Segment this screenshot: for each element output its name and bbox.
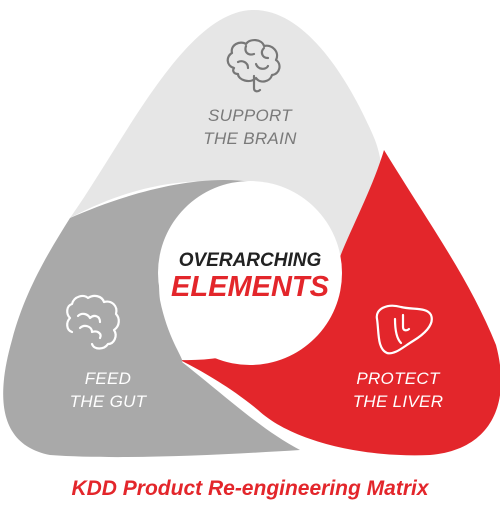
liver-icon: [375, 304, 433, 355]
label-the-gut: THE GUT: [70, 392, 148, 411]
center-label-overarching: OVERARCHING: [179, 250, 322, 271]
diagram-title: KDD Product Re-engineering Matrix: [71, 477, 429, 500]
label-support: SUPPORT: [208, 106, 293, 125]
segment-feed-gut: [3, 180, 301, 458]
matrix-diagram: SUPPORT THE BRAIN PROTECT THE LIVER FEED…: [3, 9, 500, 458]
label-protect: PROTECT: [356, 369, 441, 388]
segment-protect-liver: [180, 150, 500, 456]
label-the-brain: THE BRAIN: [203, 129, 297, 148]
brain-icon: [226, 39, 281, 93]
center-circle: [158, 181, 342, 365]
label-the-liver: THE LIVER: [353, 392, 444, 411]
intestine-icon: [66, 294, 120, 350]
label-feed: FEED: [85, 369, 132, 388]
center-label-elements: ELEMENTS: [171, 271, 330, 303]
